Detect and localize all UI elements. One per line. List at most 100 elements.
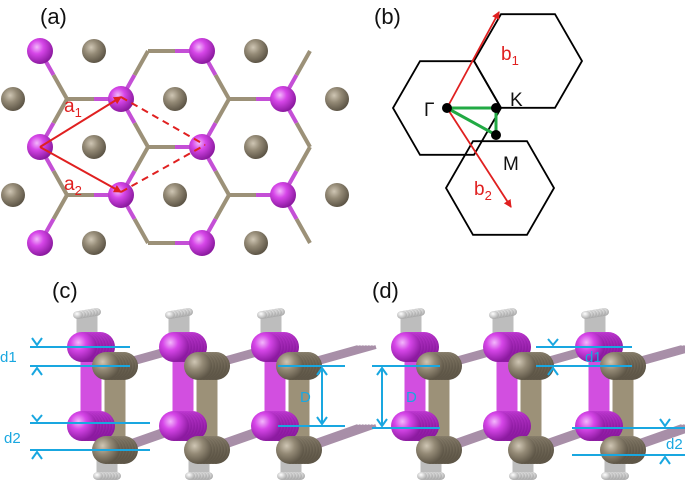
D-top-arrow: [316, 366, 328, 376]
panel-d-label: (d): [372, 278, 399, 303]
D-label: D: [406, 389, 417, 406]
chalcogen-atom: [163, 87, 187, 111]
bond: [294, 218, 312, 244]
d1-label: d1: [0, 349, 17, 366]
panel-d: (d) d1 d2 D: [372, 278, 685, 480]
dimension-markers: [372, 338, 685, 465]
D-top-arrow: [376, 366, 388, 376]
chalcogen-atom: [184, 352, 212, 380]
side-view-structure: [391, 308, 685, 480]
metal-atom: [391, 332, 421, 362]
d1-top-arrow: [547, 338, 559, 347]
hydrogen-atom: [509, 472, 519, 480]
metal-atom: [251, 332, 281, 362]
side-view-structure: [67, 308, 377, 480]
hydrogen-atom: [417, 472, 427, 480]
metal-atom: [483, 411, 513, 441]
panel-b-label: (b): [374, 4, 401, 29]
metal-atom: [27, 38, 53, 64]
vector-b2-arrow: [446, 107, 512, 208]
chalcogen-atom: [1, 87, 25, 111]
vector-b1-arrow: [446, 11, 500, 109]
brillouin-zone-hexagon: [472, 13, 584, 109]
D-bottom-arrow: [316, 416, 328, 426]
gamma-point: [442, 103, 452, 113]
d1-bottom-arrow: [547, 366, 559, 376]
hydrogen-atom: [277, 472, 287, 480]
metal-atom: [189, 38, 215, 64]
metal-atom: [270, 182, 296, 208]
chalcogen-atom: [82, 39, 106, 63]
chalcogen-atom: [163, 183, 187, 207]
panel-c: (c) d1 d2 D: [0, 278, 377, 480]
hydrogen-atom: [73, 311, 83, 319]
hydrogen-atom: [257, 311, 267, 319]
bond: [294, 50, 312, 76]
chalcogen-atom: [244, 135, 268, 159]
bond: [294, 122, 312, 148]
d2-label: d2: [4, 430, 21, 447]
bond: [51, 74, 69, 100]
d2-top-arrow: [31, 414, 43, 423]
bond: [213, 98, 231, 124]
hydrogen-atom: [165, 311, 175, 319]
chalcogen-atom: [600, 436, 628, 464]
bond: [132, 218, 150, 244]
chalcogen-atom: [244, 39, 268, 63]
hydrogen-atom: [489, 311, 499, 319]
d1-label: d1: [585, 349, 602, 366]
brillouin-zones: [391, 13, 584, 236]
gamma-label: Γ: [424, 100, 434, 121]
d2-top-arrow: [659, 418, 671, 428]
vector-a2-label: a2: [64, 174, 82, 198]
chalcogen-atom: [325, 87, 349, 111]
k-point: [491, 103, 501, 113]
bond: [213, 74, 231, 100]
chalcogen-atom: [276, 436, 304, 464]
metal-atom: [575, 411, 605, 441]
bond: [51, 98, 69, 124]
reciprocal-vectors: b1 b2: [446, 11, 519, 208]
unit-cell-dashed-edge: [120, 144, 206, 193]
lattice-atoms: [1, 38, 349, 256]
panel-a: (a) a1 a2: [1, 4, 349, 256]
lattice-vectors: a1 a2: [39, 96, 206, 198]
vector-a1-label: a1: [64, 96, 82, 120]
bond: [213, 194, 231, 220]
metal-atom: [159, 332, 189, 362]
chalcogen-atom: [244, 231, 268, 255]
chalcogen-atom: [1, 183, 25, 207]
metal-atom: [483, 332, 513, 362]
panel-a-label: (a): [40, 4, 67, 29]
d1-bottom-arrow: [31, 366, 43, 376]
dimension-markers: [30, 337, 345, 460]
metal-atom: [391, 411, 421, 441]
chalcogen-atom: [82, 231, 106, 255]
metal-atom: [67, 411, 97, 441]
chalcogen-atom: [508, 436, 536, 464]
bond: [213, 170, 231, 196]
chalcogen-atom: [508, 352, 536, 380]
lattice-bonds: [38, 49, 312, 245]
chalcogen-atom: [184, 436, 212, 464]
metal-atom: [27, 230, 53, 256]
unit-cell-dashed-edge: [120, 96, 206, 146]
path-m-gamma: [446, 106, 497, 137]
high-symmetry-path: Γ K M: [424, 90, 523, 175]
bond: [51, 194, 69, 220]
m-point: [491, 130, 501, 140]
metal-atom: [270, 86, 296, 112]
hydrogen-atom: [581, 311, 591, 319]
vector-b2-label: b2: [474, 179, 492, 203]
panel-c-label: (c): [52, 278, 78, 303]
d2-label: d2: [666, 436, 683, 453]
bond: [51, 170, 69, 196]
brillouin-zone-hexagon: [444, 140, 556, 236]
chalcogen-atom: [416, 436, 444, 464]
m-label: M: [503, 154, 519, 175]
hydrogen-atom: [185, 472, 195, 480]
vector-b1-label: b1: [501, 44, 519, 68]
metal-atom: [251, 411, 281, 441]
hydrogen-atom: [397, 311, 407, 319]
